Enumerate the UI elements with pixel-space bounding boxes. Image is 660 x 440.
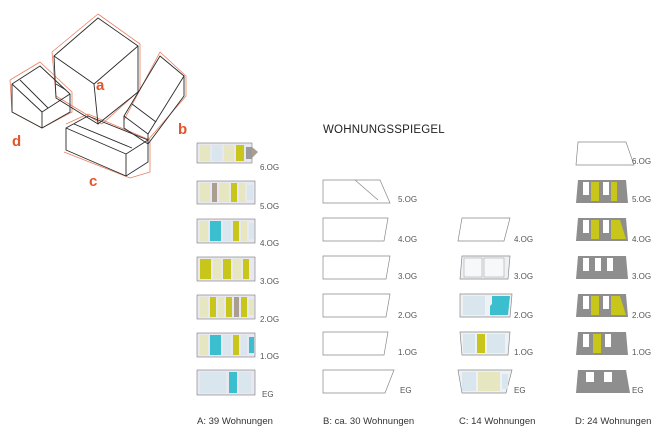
variant-b-floor-label: 4.OG xyxy=(398,235,417,244)
variant-c-floor-label: 4.OG xyxy=(514,235,533,244)
variant-b-floor-eg: EG xyxy=(322,369,412,395)
variant-d-floor-label: EG xyxy=(632,386,644,395)
variant-d-floor-1og: 1.OG xyxy=(576,332,651,357)
variant-d-floor-eg: EG xyxy=(576,370,644,395)
variant-a-floor-label: EG xyxy=(262,390,274,399)
variant-a-floor-label: 2.OG xyxy=(260,315,279,324)
variant-a-floor-label: 3.OG xyxy=(260,277,279,286)
variant-b-floor-label: 2.OG xyxy=(398,311,417,320)
variant-d-floor-4og: 4.OG xyxy=(576,218,651,244)
variant-d-floor-label: 6.OG xyxy=(632,157,651,166)
variant-d-floor-label: 5.OG xyxy=(632,195,651,204)
variant-a-floor-label: 6.OG xyxy=(260,163,279,172)
variant-d-floor-label: 3.OG xyxy=(632,272,651,281)
massing-block-b xyxy=(123,55,185,145)
variant-a-floor-label: 5.OG xyxy=(260,202,279,211)
variant-c-floor-label: 2.OG xyxy=(514,311,533,320)
variant-c-floor-label: 3.OG xyxy=(514,272,533,281)
variant-c-floor-1og: 1.OG xyxy=(459,331,533,357)
variant-d: 6.OG 5.OG 4.OG 3.OG xyxy=(575,141,651,395)
variant-b-floor-3og: 3.OG xyxy=(322,255,417,281)
variant-a-floor-4og: 4.OG xyxy=(196,218,279,248)
variant-a-caption: A: 39 Wohnungen xyxy=(197,416,273,427)
variant-b-caption: B: ca. 30 Wohnungen xyxy=(323,416,414,427)
variant-d-floor-label: 2.OG xyxy=(632,311,651,320)
variant-b: 5.OG 4.OG 3.OG 2.OG 1.OG EG xyxy=(322,179,417,395)
variant-a-floor-2og: 2.OG xyxy=(196,294,279,324)
variant-b-floor-label: 5.OG xyxy=(398,195,417,204)
variant-d-floor-6og: 6.OG xyxy=(575,141,651,166)
variant-d-floor-label: 1.OG xyxy=(632,348,651,357)
variant-a-floor-label: 4.OG xyxy=(260,239,279,248)
variant-a-floor-6og: 6.OG xyxy=(196,142,279,172)
variant-b-floor-label: 1.OG xyxy=(398,348,417,357)
variant-a-floor-eg: EG xyxy=(196,369,274,399)
variant-d-floor-5og: 5.OG xyxy=(576,180,651,204)
variant-a-floor-label: 1.OG xyxy=(260,352,279,361)
variant-a-floor-1og: 1.OG xyxy=(196,332,279,361)
variant-a-floor-5og: 5.OG xyxy=(196,180,279,211)
variant-c: 4.OG 3.OG 2.OG 1.OG EG xyxy=(457,217,533,395)
variant-c-caption: C: 14 Wohnungen xyxy=(459,416,535,427)
diagram-title: WOHNUNGSSPIEGEL xyxy=(323,124,445,136)
massing-axonometric xyxy=(9,13,187,179)
variant-c-floor-4og: 4.OG xyxy=(457,217,533,244)
massing-label-c: c xyxy=(89,173,97,190)
variant-d-floor-2og: 2.OG xyxy=(576,294,651,320)
variant-a-floor-3og: 3.OG xyxy=(196,256,279,286)
variant-c-floor-label: 1.OG xyxy=(514,348,533,357)
variant-b-floor-2og: 2.OG xyxy=(322,293,417,320)
variant-b-floor-label: 3.OG xyxy=(398,272,417,281)
variant-d-floor-label: 4.OG xyxy=(632,235,651,244)
variant-c-floor-eg: EG xyxy=(457,369,526,395)
massing-block-d xyxy=(11,65,71,129)
variant-d-floor-3og: 3.OG xyxy=(576,256,651,281)
variant-b-floor-4og: 4.OG xyxy=(322,217,417,244)
massing-label-b: b xyxy=(178,121,187,138)
variant-c-floor-label: EG xyxy=(514,386,526,395)
variant-a: 6.OG 5.OG 4.OG xyxy=(196,142,279,399)
variant-b-floor-1og: 1.OG xyxy=(322,331,417,357)
variant-c-floor-3og: 3.OG xyxy=(459,255,533,281)
variant-b-floor-label: EG xyxy=(400,386,412,395)
variant-b-floor-5og: 5.OG xyxy=(322,179,417,204)
massing-block-c xyxy=(65,115,149,177)
massing-label-d: d xyxy=(12,133,21,150)
variant-c-floor-2og: 2.OG xyxy=(459,293,533,320)
variant-d-caption: D: 24 Wohnungen xyxy=(575,416,651,427)
massing-label-a: a xyxy=(96,77,105,94)
